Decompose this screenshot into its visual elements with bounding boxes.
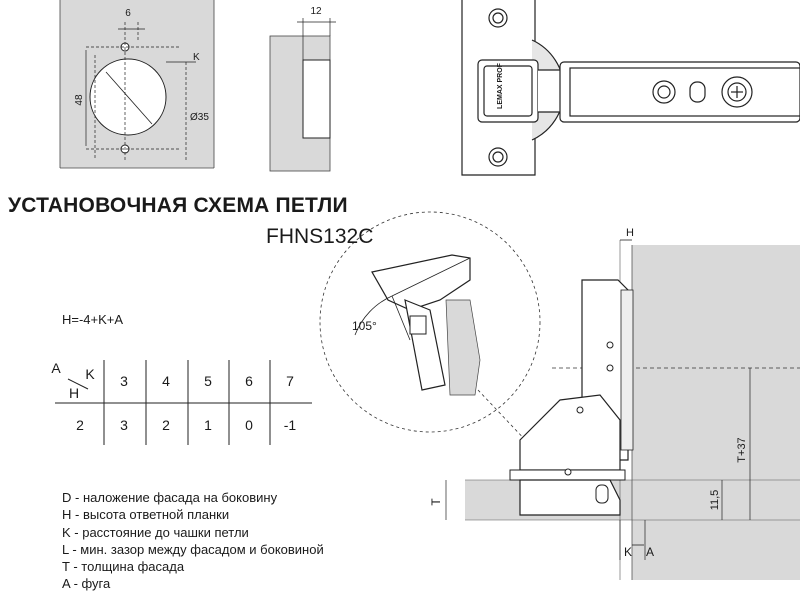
hinge-top-view <box>461 0 800 176</box>
legend-item: T - толщина фасада <box>62 559 185 575</box>
legend-item: A - фуга <box>62 576 111 592</box>
dim-k-top: K <box>193 52 200 63</box>
dim-t: T <box>429 498 443 506</box>
detail-zoom <box>319 211 541 446</box>
table-h-value: 3 <box>120 417 128 433</box>
table-header-a: A <box>51 360 61 376</box>
table-h-value: 0 <box>245 417 253 433</box>
table-header-k: K <box>85 366 95 382</box>
table-k-value: 6 <box>245 373 253 389</box>
dim-48: 48 <box>74 94 85 106</box>
table-h-value: 1 <box>204 417 212 433</box>
drilling-template <box>0 0 215 191</box>
legend-item: D - наложение фасада на боковину <box>62 490 278 505</box>
legend-item: K - расстояние до чашки петли <box>62 524 249 540</box>
legend: D - наложение фасада на боковину H - выс… <box>62 489 324 593</box>
dim-angle: 105° <box>352 319 377 333</box>
dim-12: 12 <box>310 6 322 17</box>
table-k-value: 4 <box>162 373 170 389</box>
brand-mark: LEMAX PROF <box>497 62 504 109</box>
dim-k-bottom: K <box>624 545 632 559</box>
table-k-value: 7 <box>286 373 294 389</box>
dim-h: H <box>626 227 634 239</box>
dim-a: A <box>646 545 654 559</box>
table-h-value: 2 <box>76 417 84 433</box>
dim-t37: T+37 <box>736 437 748 462</box>
table-k-value: 5 <box>204 373 212 389</box>
table-k-value: 3 <box>120 373 128 389</box>
table-h-value: 2 <box>162 417 170 433</box>
model-number: FHNS132C <box>266 225 374 248</box>
legend-item: L - мин. зазор между фасадом и боковиной <box>62 541 324 557</box>
table-grid <box>55 360 312 445</box>
dim-11-5: 11,5 <box>709 490 721 511</box>
dim-35: Ø35 <box>190 112 209 123</box>
formula: H=-4+K+A <box>62 312 124 327</box>
table-header-h: H <box>68 385 80 401</box>
dim-6: 6 <box>125 8 131 19</box>
legend-item: H - высота ответной планки <box>62 507 230 523</box>
installation-section <box>445 239 800 580</box>
table-h-value: -1 <box>283 417 297 433</box>
side-profile <box>269 18 336 172</box>
page-title: УСТАНОВОЧНАЯ СХЕМА ПЕТЛИ <box>8 194 348 217</box>
